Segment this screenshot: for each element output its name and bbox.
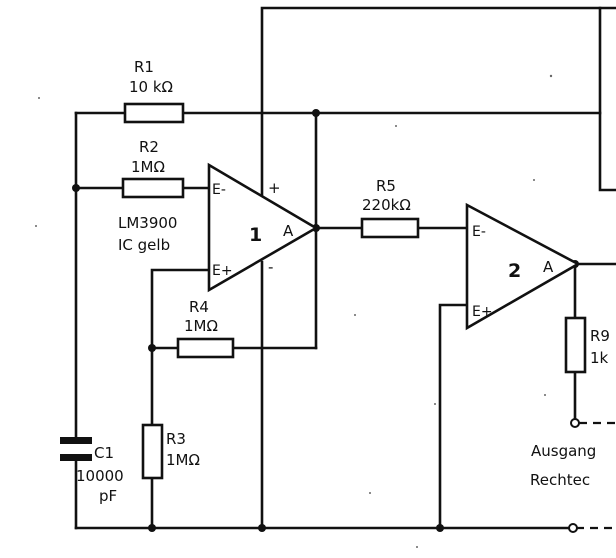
resistor-r4-value: 1MΩ — [184, 317, 218, 335]
resistor-r9: R9 1k — [564, 316, 610, 374]
opamp-2-output: A — [543, 258, 554, 276]
junction-dot — [148, 524, 156, 532]
opamp-1-triangle — [207, 162, 319, 293]
resistor-r4-body — [176, 337, 235, 359]
opamp-2-in-minus: E- — [472, 224, 486, 240]
output-label-line2: Rechtec — [530, 471, 590, 489]
resistor-r5-body — [360, 217, 420, 239]
resistor-r4: R4 1MΩ — [176, 298, 235, 359]
opamp-2: E- E+ 2 A — [465, 202, 581, 331]
speck — [533, 179, 535, 181]
resistor-r2-value: 1MΩ — [131, 158, 165, 176]
opamp-1-in-minus: E- — [212, 182, 226, 198]
resistor-r5-name: R5 — [376, 177, 396, 195]
opamp-2-triangle — [465, 202, 581, 331]
resistor-r9-value: 1k — [590, 349, 609, 367]
opamp-1-number: 1 — [249, 224, 262, 246]
resistor-r5-value: 220kΩ — [362, 196, 411, 214]
junction-dot — [436, 524, 444, 532]
resistor-r3-value: 1MΩ — [166, 451, 200, 469]
capacitor-c1-value: 10000 — [76, 467, 124, 485]
capacitor-c1-unit: pF — [99, 487, 117, 505]
scan-specks — [35, 74, 553, 548]
resistor-r9-body — [564, 316, 587, 374]
resistor-r1: R1 10 kΩ — [123, 58, 185, 124]
opamp-2-number: 2 — [508, 260, 521, 282]
resistor-r2: R2 1MΩ — [121, 138, 185, 199]
resistor-r1-name: R1 — [134, 58, 154, 76]
output-terminal — [570, 418, 580, 428]
resistor-r1-value: 10 kΩ — [129, 78, 173, 96]
capacitor-c1: C1 10000 pF — [60, 437, 124, 505]
junction-dot — [148, 344, 156, 352]
junction-dot — [72, 184, 80, 192]
wire-top-supply — [260, 6, 616, 198]
junction-dot — [258, 524, 266, 532]
resistor-r5: R5 220kΩ — [360, 177, 420, 239]
wire-e-plus-2 — [438, 303, 472, 530]
capacitor-c1-plate-top — [60, 437, 92, 444]
opamp-1-supply-minus: - — [268, 258, 273, 276]
speck — [38, 97, 40, 99]
speck — [549, 74, 553, 78]
resistor-r4-name: R4 — [189, 298, 209, 316]
speck — [434, 403, 436, 405]
resistor-r1-body — [123, 102, 185, 124]
resistor-r3-name: R3 — [166, 430, 186, 448]
opamp-1-supply-plus: + — [268, 179, 281, 197]
opamp-2-in-plus: E+ — [472, 304, 493, 320]
resistor-r3-body — [141, 423, 164, 480]
ic-type-label: LM3900 — [118, 214, 177, 232]
speck — [544, 394, 546, 396]
output-label: Ausgang Rechtec — [530, 442, 596, 489]
resistor-r2-name: R2 — [139, 138, 159, 156]
opamp-1-output: A — [283, 222, 294, 240]
ic-color-label: IC gelb — [118, 236, 170, 254]
wire-right-edge — [598, 6, 616, 192]
speck — [395, 125, 397, 127]
junctions — [72, 109, 579, 532]
resistor-r3: R3 1MΩ — [141, 423, 200, 480]
output-label-line1: Ausgang — [531, 442, 596, 460]
resistor-r2-body — [121, 177, 185, 199]
opamp-1-in-plus: E+ — [212, 263, 233, 279]
capacitor-c1-name: C1 — [94, 444, 114, 462]
wire-e-plus-1 — [150, 268, 214, 427]
speck — [354, 314, 356, 316]
wires — [74, 6, 616, 530]
speck — [369, 492, 371, 494]
junction-dot — [312, 109, 320, 117]
opamp-1: E- E+ 1 A + - LM3900 IC gelb — [118, 162, 319, 293]
speck — [416, 546, 418, 548]
resistor-r9-name: R9 — [590, 327, 610, 345]
capacitor-c1-plate-bottom — [60, 454, 92, 461]
ground-terminal — [568, 523, 578, 533]
speck — [35, 225, 37, 227]
